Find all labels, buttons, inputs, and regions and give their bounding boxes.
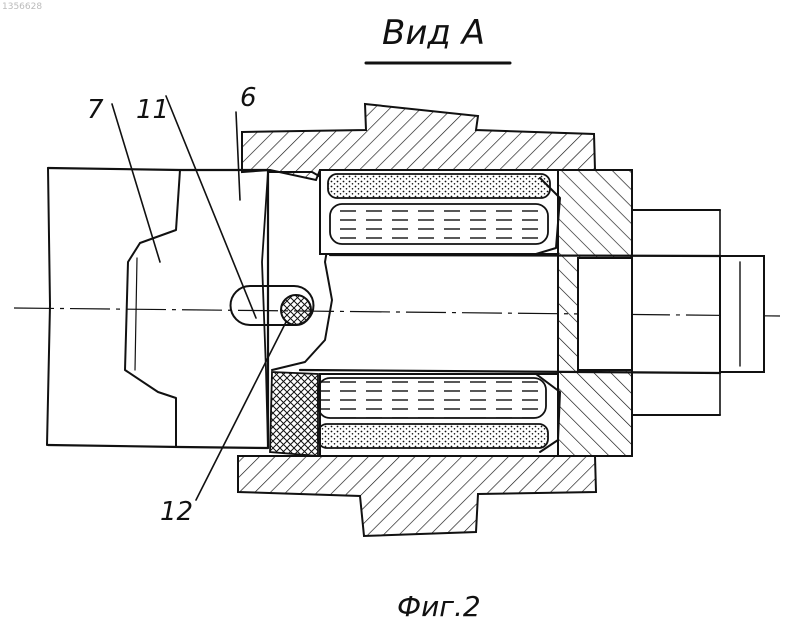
shaft-end (720, 256, 764, 372)
ball-12 (281, 295, 311, 325)
callout-11: 11 (136, 95, 169, 125)
callout-12: 12 (160, 497, 193, 527)
housing-top (242, 104, 595, 180)
upper-bearing (320, 170, 560, 254)
housing-bottom (238, 456, 596, 536)
lower-bearing-outer-ring (318, 424, 548, 448)
end-nut (558, 170, 632, 456)
callout-6: 6 (240, 83, 257, 113)
corner-id: 1356628 (2, 2, 42, 12)
center-axis (14, 308, 780, 316)
callout-7: 7 (87, 95, 104, 125)
lower-roller (318, 378, 546, 418)
upper-bearing-outer-ring (328, 174, 550, 198)
part-7-body (47, 168, 268, 448)
upper-roller (330, 204, 548, 244)
lower-bearing (318, 374, 560, 456)
view-title: Вид А (366, 13, 510, 63)
figure-caption: Фиг.2 (397, 590, 481, 623)
seal-insert (270, 372, 318, 456)
view-label: Вид А (382, 13, 485, 53)
